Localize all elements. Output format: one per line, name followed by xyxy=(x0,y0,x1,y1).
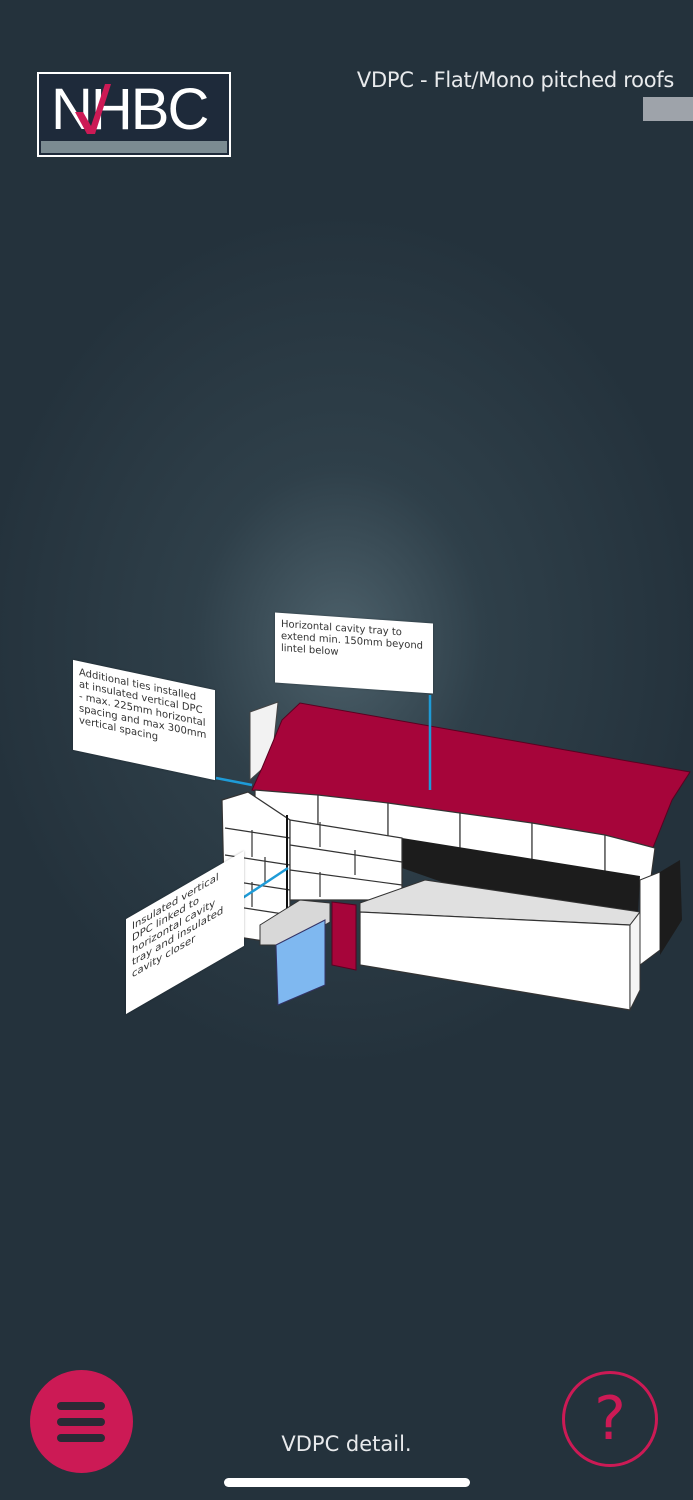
logo-band xyxy=(41,141,227,153)
page-title: VDPC - Flat/Mono pitched roofs xyxy=(356,68,674,92)
question-mark-icon: ? xyxy=(594,1384,626,1454)
nhbc-logo: NHBC xyxy=(37,72,231,157)
logo-text: NHBC xyxy=(51,77,209,142)
home-indicator[interactable] xyxy=(224,1478,470,1487)
callout-cavity-tray: Horizontal cavity tray to extend min. 15… xyxy=(275,612,433,694)
help-button[interactable]: ? xyxy=(562,1371,658,1467)
menu-button[interactable] xyxy=(30,1370,133,1473)
caption-text: VDPC detail. xyxy=(281,1432,412,1456)
checkmark-icon xyxy=(75,84,111,134)
title-tab-marker[interactable] xyxy=(643,97,693,121)
